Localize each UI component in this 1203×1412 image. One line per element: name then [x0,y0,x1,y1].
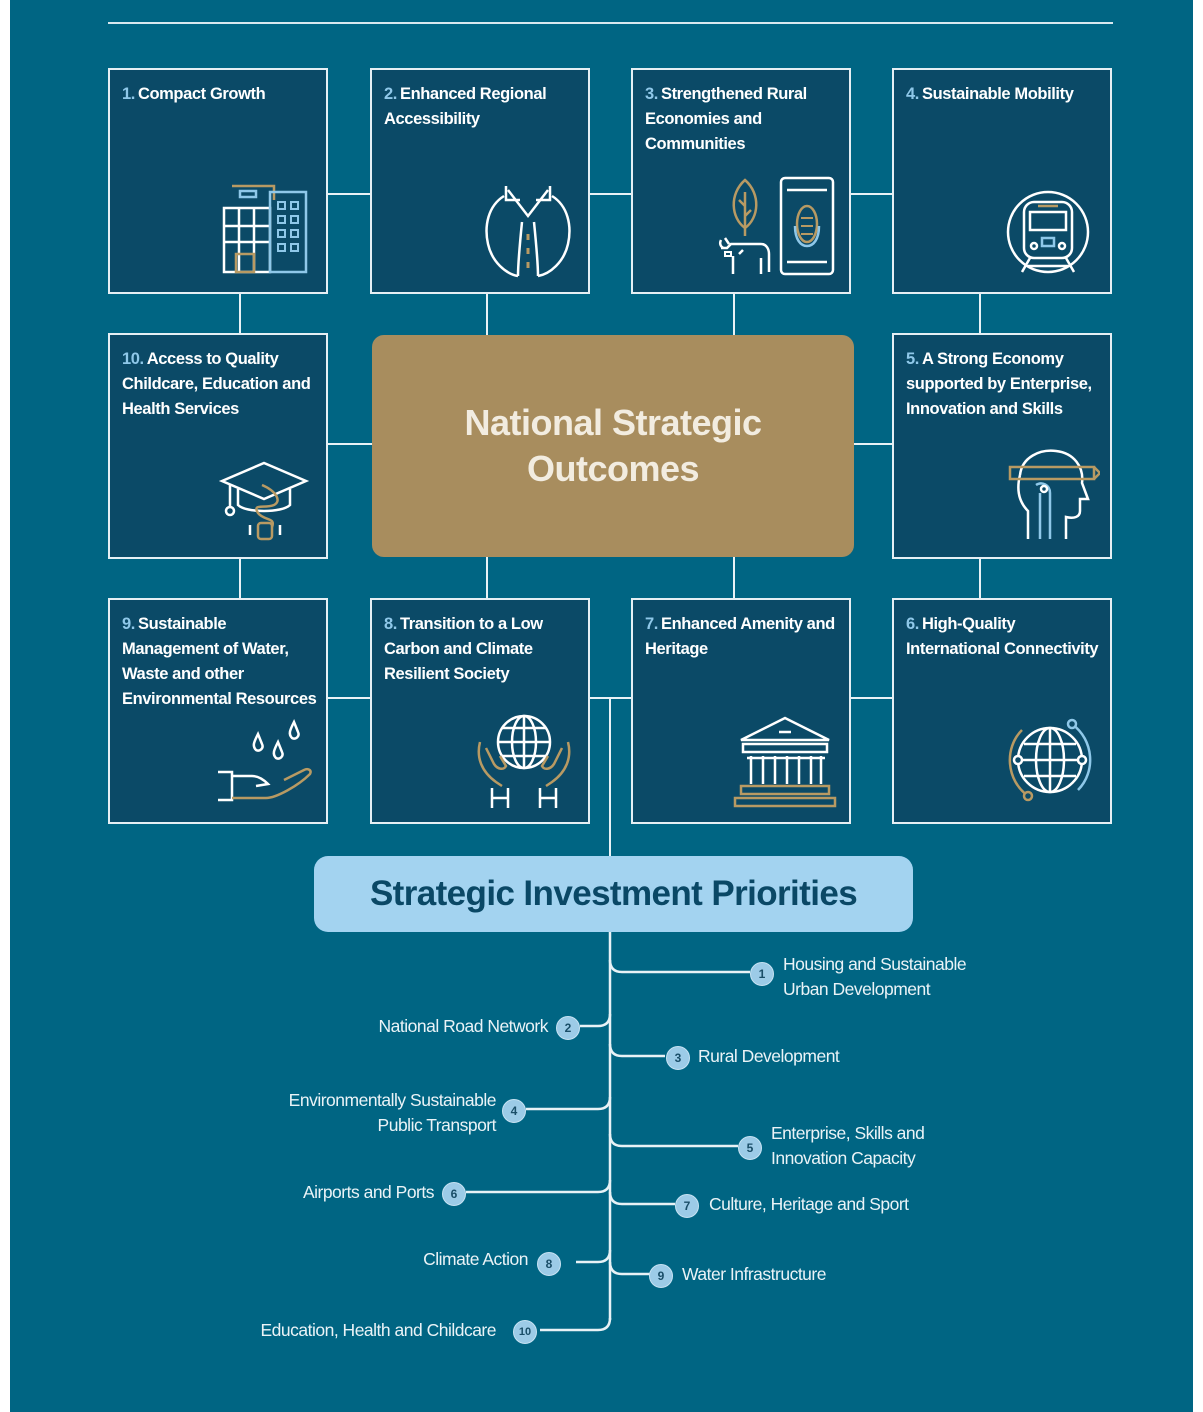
priority-label-climate-action: Climate Action [423,1249,528,1269]
infographic-canvas: 1.Compact Growth 2.Enhanced Regional Acc… [10,0,1193,1412]
outcome-title: 9.Sustainable Management of Water, Waste… [122,615,317,708]
outcome-title: 6.High-Quality International Connectivit… [906,615,1099,658]
outcome-box-water-waste-resources: 9.Sustainable Management of Water, Waste… [108,598,328,824]
museum-icon [733,716,837,808]
priority-badge-4: 4 [502,1099,526,1123]
priority-badge-6: 6 [442,1182,466,1206]
outcome-box-strong-economy: 5.A Strong Economy supported by Enterpri… [892,333,1112,559]
globe-hands-icon [477,714,571,808]
outcome-box-amenity-heritage: 7.Enhanced Amenity and Heritage [631,598,851,824]
priority-badge-10: 10 [513,1320,537,1344]
connector [328,697,371,699]
head-pencil-icon [1008,449,1100,539]
outcome-title: 5.A Strong Economy supported by Enterpri… [906,350,1092,418]
connector [854,443,894,445]
trunk-connector [609,699,611,857]
leaf-cow-phone-icon [718,176,835,276]
priority-label-enterprise: Enterprise, Skills and Innovation Capaci… [771,1123,925,1168]
center-title: National Strategic Outcomes [464,402,762,489]
outcome-title: 10.Access to Quality Childcare, Educatio… [122,350,311,418]
priority-badge-8: 8 [537,1252,561,1276]
globe-network-icon [1008,718,1092,802]
priority-label-education-health: Education, Health and Childcare [260,1320,497,1340]
priority-label-public-transport: Environmentally Sustainable Public Trans… [288,1090,497,1135]
outcome-title: 7.Enhanced Amenity and Heritage [645,615,835,658]
priority-badge-2: 2 [556,1016,580,1040]
outcome-box-international-connectivity: 6.High-Quality International Connectivit… [892,598,1112,824]
connector [486,292,488,335]
priority-badge-5: 5 [738,1136,762,1160]
train-icon [1006,190,1090,274]
outcome-title: 8.Transition to a Low Carbon and Climate… [384,615,543,683]
connector [851,697,894,699]
connector [851,193,894,195]
outcome-title: 1.Compact Growth [122,85,266,103]
outcome-box-low-carbon-transition: 8.Transition to a Low Carbon and Climate… [370,598,590,824]
water-hand-icon [218,718,312,802]
connector [328,193,371,195]
strategic-investment-priorities-banner: Strategic Investment Priorities [314,856,913,932]
outcome-box-rural-economies: 3.Strengthened Rural Economies and Commu… [631,68,851,294]
outcome-title: 2.Enhanced Regional Accessibility [384,85,547,128]
priority-label-airports: Airports and Ports [302,1182,435,1202]
priority-label-culture: Culture, Heritage and Sport [709,1194,909,1214]
connector [486,557,488,600]
connector [590,193,633,195]
national-strategic-outcomes-hub: National Strategic Outcomes [372,335,854,557]
outcome-box-regional-accessibility: 2.Enhanced Regional Accessibility [370,68,590,294]
outcome-box-sustainable-mobility: 4.Sustainable Mobility [892,68,1112,294]
connector [733,292,735,335]
priority-tree-lines [466,932,750,1332]
priority-badge-7: 7 [675,1194,699,1218]
priority-label-water: Water Infrastructure [682,1264,826,1284]
priority-badge-3: 3 [666,1046,690,1070]
priority-badge-1: 1 [750,962,774,986]
priority-label-national-road: National Road Network [378,1016,549,1036]
priority-label-housing: Housing and Sustainable Urban Developmen… [783,954,967,999]
buildings-icon [222,184,308,274]
connector [328,443,372,445]
priority-label-rural-development: Rural Development [698,1046,840,1066]
sip-title: Strategic Investment Priorities [369,874,858,913]
connector [239,292,241,335]
top-divider [108,22,1113,24]
outcome-title: 3.Strengthened Rural Economies and Commu… [645,85,807,153]
graduation-stethoscope-icon [218,461,310,541]
connector [979,292,981,335]
priority-badge-9: 9 [649,1264,673,1288]
outcome-box-compact-growth: 1.Compact Growth [108,68,328,294]
outcome-title: 4.Sustainable Mobility [906,85,1074,103]
connector [239,557,241,600]
connector [590,697,633,699]
connector [979,557,981,600]
connector [733,557,735,600]
outcome-box-childcare-education-health: 10.Access to Quality Childcare, Educatio… [108,333,328,559]
road-arrows-icon [485,186,571,278]
